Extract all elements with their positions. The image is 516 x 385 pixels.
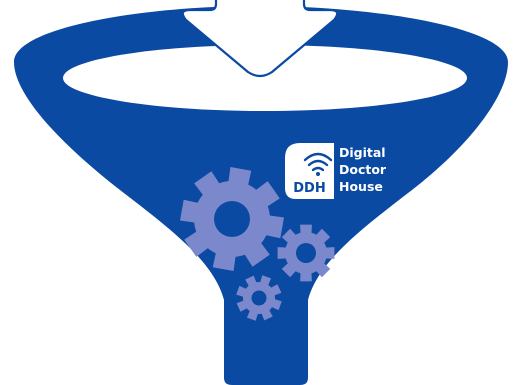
gear-icon xyxy=(180,167,284,271)
wifi-dot xyxy=(316,172,320,176)
gear-icon xyxy=(236,275,282,321)
wifi-icon xyxy=(303,152,333,172)
gear-icon xyxy=(277,224,335,282)
logo-wordmark-line-3: House xyxy=(339,179,383,194)
logo-badge-text: DDH xyxy=(293,181,325,196)
logo-wordmark-line-1: Digital xyxy=(339,145,386,160)
down-arrow-icon xyxy=(181,0,339,78)
logo-badge xyxy=(285,143,334,199)
funnel-opening xyxy=(63,45,467,111)
ddh-logo: DDH Digital Doctor House xyxy=(285,143,387,199)
logo-wordmark-line-2: Doctor xyxy=(339,162,387,177)
gears-group xyxy=(180,167,335,321)
